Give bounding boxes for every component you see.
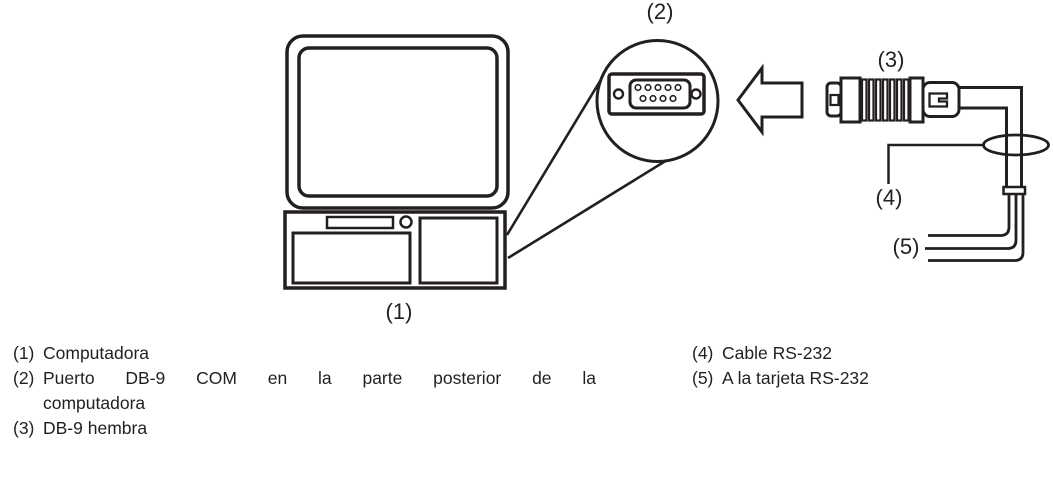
legend-item-1: (1) Computadora — [13, 341, 596, 366]
legend-right-column: (4) Cable RS-232 (5) A la tarjeta RS-232 — [692, 341, 1052, 391]
cable-loop — [982, 133, 1050, 157]
zoom-circle-outline — [595, 39, 720, 163]
db9-pin — [659, 94, 667, 103]
legend-item-2: (2) Puerto DB-9 COM en la parte posterio… — [13, 366, 596, 416]
connector-strain-relief-ribs — [860, 78, 910, 122]
legend-item-4: (4) Cable RS-232 — [692, 341, 1052, 366]
legend-item-3: (3) DB-9 hembra — [13, 416, 596, 441]
computer-base — [283, 210, 507, 290]
legend-item-4-text: Cable RS-232 — [722, 341, 1052, 366]
db9-pin — [644, 83, 652, 92]
rib — [895, 78, 903, 122]
wire-2 — [925, 194, 1018, 250]
db9-port-plate — [607, 72, 706, 116]
wire-1 — [928, 194, 1011, 237]
db9-pin — [669, 94, 677, 103]
db9-shell — [628, 78, 692, 110]
connection-diagram: (1) (2) (3) (4) (5) — [283, 0, 1050, 324]
legend-item-3-text: DB-9 hembra — [43, 416, 596, 441]
wire-3 — [928, 194, 1025, 262]
db9-screw-hole-left — [612, 88, 625, 100]
connector-tip-notch — [829, 93, 840, 107]
cable-jacket-end — [1002, 185, 1027, 196]
db9-pin — [654, 83, 662, 92]
legend-item-2-text: Puerto DB-9 COM en la parte posterior de… — [43, 366, 596, 416]
zoom-callout-line-upper — [505, 59, 614, 236]
rib — [881, 78, 889, 122]
monitor-screen — [297, 46, 499, 198]
cable-wires — [925, 194, 1025, 262]
legend-item-4-number: (4) — [692, 343, 714, 363]
connector-left-collar — [839, 76, 862, 124]
floppy-slot — [325, 215, 395, 230]
zoom-callout-line-lower — [507, 159, 667, 260]
rib — [902, 78, 910, 122]
db9-pin — [639, 94, 647, 103]
legend-item-2-line: Puerto DB-9 COM en la parte posterior de… — [43, 368, 596, 388]
base-right-panel — [418, 216, 499, 285]
monitor-outline — [285, 34, 510, 210]
figure-label-3: (3) — [878, 47, 905, 72]
figure-label-1: (1) — [386, 299, 413, 324]
rib — [867, 78, 875, 122]
legend-item-1-line: Computadora — [43, 343, 150, 363]
db9-female-connector — [825, 76, 961, 124]
db9-pin — [674, 83, 682, 92]
legend-item-1-number: (1) — [13, 343, 35, 363]
legend-item-3-line: DB-9 hembra — [43, 418, 148, 438]
legend-item-1-text: Computadora — [43, 341, 596, 366]
legend-item-5: (5) A la tarjeta RS-232 — [692, 366, 1052, 391]
figure-label-4: (4) — [876, 185, 903, 210]
db9-pin — [634, 83, 642, 92]
rib — [860, 78, 868, 122]
zoom-circle — [595, 39, 720, 163]
cable-callout-line — [887, 143, 985, 184]
figure-label-2: (2) — [647, 0, 674, 24]
zoom-callout-lines — [505, 59, 667, 260]
figure-label-5: (5) — [893, 234, 920, 259]
legend-item-5-line: A la tarjeta RS-232 — [722, 368, 869, 388]
rs232-cable — [887, 86, 1050, 262]
connect-arrow-icon — [736, 63, 804, 137]
legend-item-2-line: computadora — [43, 393, 146, 413]
db9-pins — [634, 83, 682, 103]
legend-item-2-number: (2) — [13, 368, 35, 388]
db9-pin — [664, 83, 672, 92]
power-button — [399, 215, 413, 229]
db9-pin — [649, 94, 657, 103]
db9-port — [607, 72, 706, 116]
connector-right-collar — [908, 76, 925, 124]
cable-inner-edge — [959, 106, 1008, 188]
computer-illustration — [283, 34, 510, 290]
legend-item-3-number: (3) — [13, 418, 35, 438]
legend-left-column: (1) Computadora (2) Puerto DB-9 COM en l… — [13, 341, 596, 441]
legend-item-4-line: Cable RS-232 — [722, 343, 832, 363]
rib — [888, 78, 896, 122]
legend-item-5-text: A la tarjeta RS-232 — [722, 366, 1052, 391]
rib — [874, 78, 882, 122]
connector-latch — [928, 92, 949, 108]
base-left-panel — [291, 231, 412, 285]
legend-item-5-number: (5) — [692, 368, 714, 388]
